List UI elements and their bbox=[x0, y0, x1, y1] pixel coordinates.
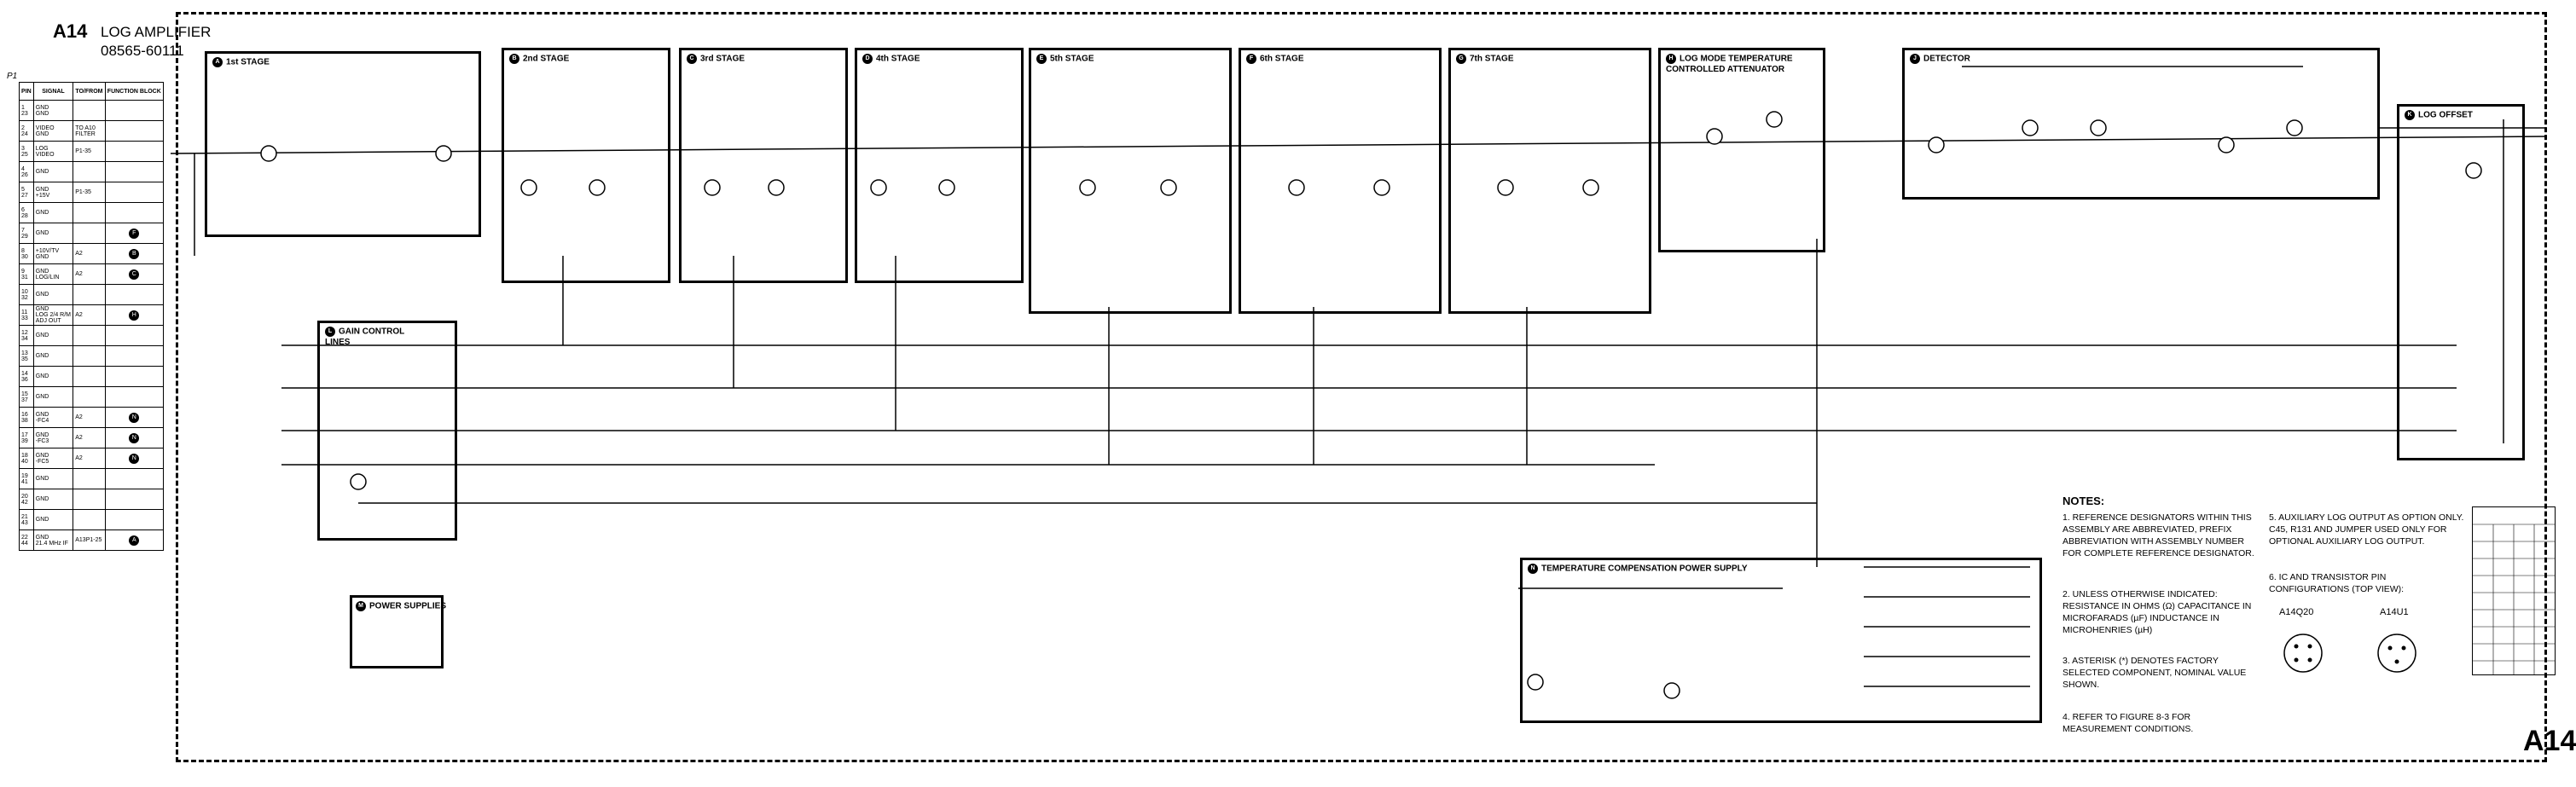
pin-cell-fb bbox=[104, 345, 165, 367]
pin-cell-fb bbox=[104, 366, 165, 387]
pin-cell-to: P1-35 bbox=[73, 182, 106, 203]
function-block-badge: C bbox=[129, 269, 140, 280]
function-block-badge: N bbox=[129, 432, 140, 443]
pin-cell-to: A2 bbox=[73, 407, 106, 428]
pin-cell-pin: 22 44 bbox=[19, 529, 34, 551]
connector-label: P1 bbox=[7, 72, 18, 81]
note-5: 5. AUXILIARY LOG OUTPUT AS OPTION ONLY. … bbox=[2269, 512, 2464, 547]
function-block-badge: N bbox=[129, 453, 140, 464]
pin-cell-to bbox=[73, 223, 106, 244]
pin-cell-signal: VIDEO GND bbox=[32, 120, 74, 142]
page-title: LOG AMPLIFIER bbox=[101, 24, 212, 40]
pin-cell-to: P1-35 bbox=[73, 141, 106, 162]
pin-cell-to bbox=[73, 468, 106, 489]
reference-grid bbox=[2472, 506, 2556, 675]
function-block-badge: F bbox=[129, 228, 140, 239]
note-2: 2. UNLESS OTHERWISE INDICATED: RESISTANC… bbox=[2063, 589, 2252, 635]
pin-cell-fb bbox=[104, 141, 165, 162]
function-block-badge: B bbox=[129, 248, 140, 259]
board-outline bbox=[176, 12, 2547, 762]
notes-heading: NOTES: bbox=[2063, 495, 2105, 507]
ic-pin-diagrams bbox=[2283, 634, 2416, 673]
pin-cell-fb: A bbox=[104, 529, 165, 551]
note-4: 4. REFER TO FIGURE 8-3 FOR MEASUREMENT C… bbox=[2063, 712, 2194, 734]
pin-cell-to: A2 bbox=[73, 427, 106, 448]
board-label: A14 bbox=[53, 20, 88, 42]
pin-cell-to: A2 bbox=[73, 243, 106, 264]
pin-cell-signal: GND 21.4 MHz IF bbox=[32, 529, 74, 551]
function-block-badge: N bbox=[129, 412, 140, 423]
pin-cell-fb bbox=[104, 489, 165, 510]
pin-cell-fb bbox=[104, 325, 165, 346]
pin-cell-signal: GND bbox=[32, 345, 74, 367]
part-number: 08565-60111 bbox=[101, 43, 184, 59]
function-block-badge: A bbox=[129, 535, 140, 546]
pin-cell-fb bbox=[104, 509, 165, 530]
pin-cell-fb bbox=[104, 100, 165, 121]
pin-cell-fb: N bbox=[104, 427, 165, 448]
pin-cell-fb: H bbox=[104, 304, 165, 326]
pin-cell-to bbox=[73, 345, 106, 367]
pin-cell-signal: GND -FC5 bbox=[32, 448, 74, 469]
pin-cell-fb bbox=[104, 386, 165, 408]
pin-cell-to bbox=[73, 161, 106, 182]
to-from-header: TO/FROM bbox=[73, 82, 106, 101]
note-3: 3. ASTERISK (*) DENOTES FACTORY SELECTED… bbox=[2063, 656, 2247, 690]
pin-cell-fb: N bbox=[104, 407, 165, 428]
function-block-badge: H bbox=[129, 310, 140, 321]
pin-cell-signal: GND -FC4 bbox=[32, 407, 74, 428]
ic-label-q20: A14Q20 bbox=[2279, 607, 2314, 617]
pin-cell-signal: GND bbox=[32, 223, 74, 244]
note-1: 1. REFERENCE DESIGNATORS WITHIN THIS ASS… bbox=[2063, 512, 2254, 558]
pin-cell-to bbox=[73, 325, 106, 346]
footer-board-label: A14 bbox=[2523, 725, 2576, 757]
pin-cell-to: A13P1-25 bbox=[73, 529, 106, 551]
note-6: 6. IC AND TRANSISTOR PIN CONFIGURATIONS … bbox=[2269, 572, 2405, 594]
pin-cell-signal: GND bbox=[32, 284, 74, 305]
ic-label-u1: A14U1 bbox=[2380, 607, 2409, 617]
